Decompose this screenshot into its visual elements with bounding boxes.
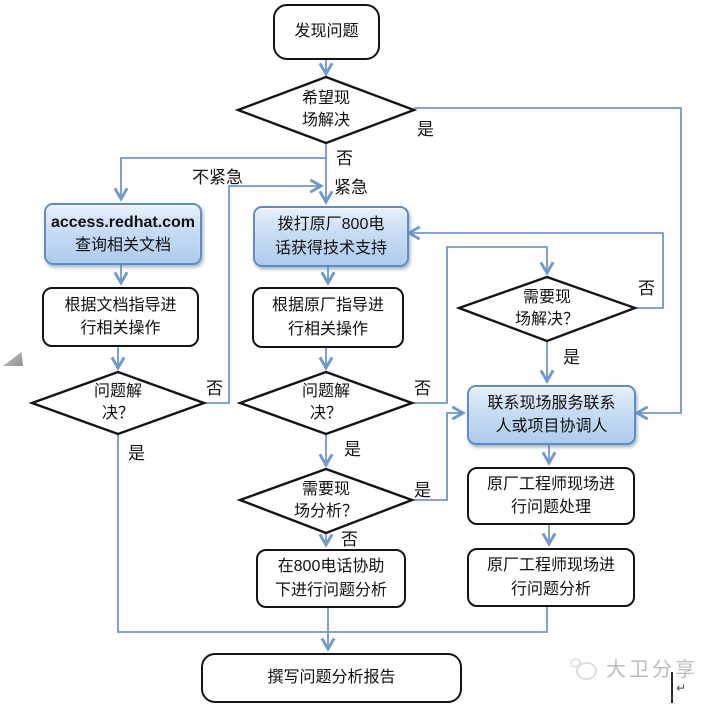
node-access-redhat-line1: access.redhat.com <box>50 213 196 231</box>
return-mark: ↵ <box>676 681 687 695</box>
decision-phone-solved-label: 问题解 决？ <box>301 382 350 422</box>
node-end-report: 撰写问题分析报告 <box>201 653 462 703</box>
edge-label-yes-d5: 是 <box>563 348 580 367</box>
edge-label-urgent: 紧急 <box>334 178 368 197</box>
watermark-logo-icon <box>568 654 600 682</box>
edge-label-no-d1: 否 <box>336 149 353 168</box>
watermark: 大卫分享 <box>568 653 698 682</box>
decision-phone-solved-shape <box>236 370 416 436</box>
edge-label-yes-d1: 是 <box>417 120 434 139</box>
node-analysis-via-800: 在800电话协助 下进行问题分析 <box>256 549 406 608</box>
node-contact-onsite-coordinator: 联系现场服务联系 人或项目协调人 <box>467 385 636 445</box>
edge-label-not-urgent: 不紧急 <box>192 168 243 187</box>
edge-label-yes-d4: 是 <box>414 481 431 500</box>
node-engineer-onsite-handle: 原厂工程师现场进 行问题处理 <box>467 467 635 525</box>
text-cursor-artifact <box>671 672 673 703</box>
decision-onsite-hope-label: 希望现 场解决 <box>301 89 350 129</box>
node-access-redhat: access.redhat.com 查询相关文档 <box>44 203 202 265</box>
node-engineer-onsite-analyze: 原厂工程师现场进 行问题分析 <box>467 548 635 607</box>
node-start-label: 发现问题 <box>294 23 359 41</box>
decision-onsite-hope-shape <box>234 75 418 145</box>
edge-label-no-d4: 否 <box>341 530 358 549</box>
decision-need-onsite-analysis-shape <box>236 467 416 535</box>
watermark-brand-text: 大卫分享 <box>606 659 698 681</box>
edge-label-no-d5: 否 <box>638 279 655 298</box>
decision-need-onsite-solve-shape <box>455 275 639 343</box>
node-follow-docs: 根据文档指导进 行相关操作 <box>42 287 199 347</box>
node-end-report-label: 撰写问题分析报告 <box>267 669 396 687</box>
edge-label-no-d3: 否 <box>414 379 431 398</box>
edge-label-yes-d2: 是 <box>128 444 145 463</box>
node-start: 发现问题 <box>273 4 380 60</box>
node-call-800: 拨打原厂800电 话获得技术支持 <box>253 206 409 267</box>
decision-need-onsite-analysis-label: 需要现 场分析？ <box>293 480 358 520</box>
edge-label-no-d2: 否 <box>206 379 223 398</box>
decision-doc-solved-label: 问题解 决？ <box>93 382 142 422</box>
decision-need-onsite-solve-label: 需要现 场解决？ <box>514 288 579 328</box>
edge-label-yes-d3: 是 <box>344 440 361 459</box>
decision-doc-solved-shape <box>28 370 208 436</box>
node-follow-vendor-guide: 根据原厂指导进 行相关操作 <box>252 287 404 348</box>
node-access-redhat-line2: 查询相关文档 <box>74 237 171 254</box>
